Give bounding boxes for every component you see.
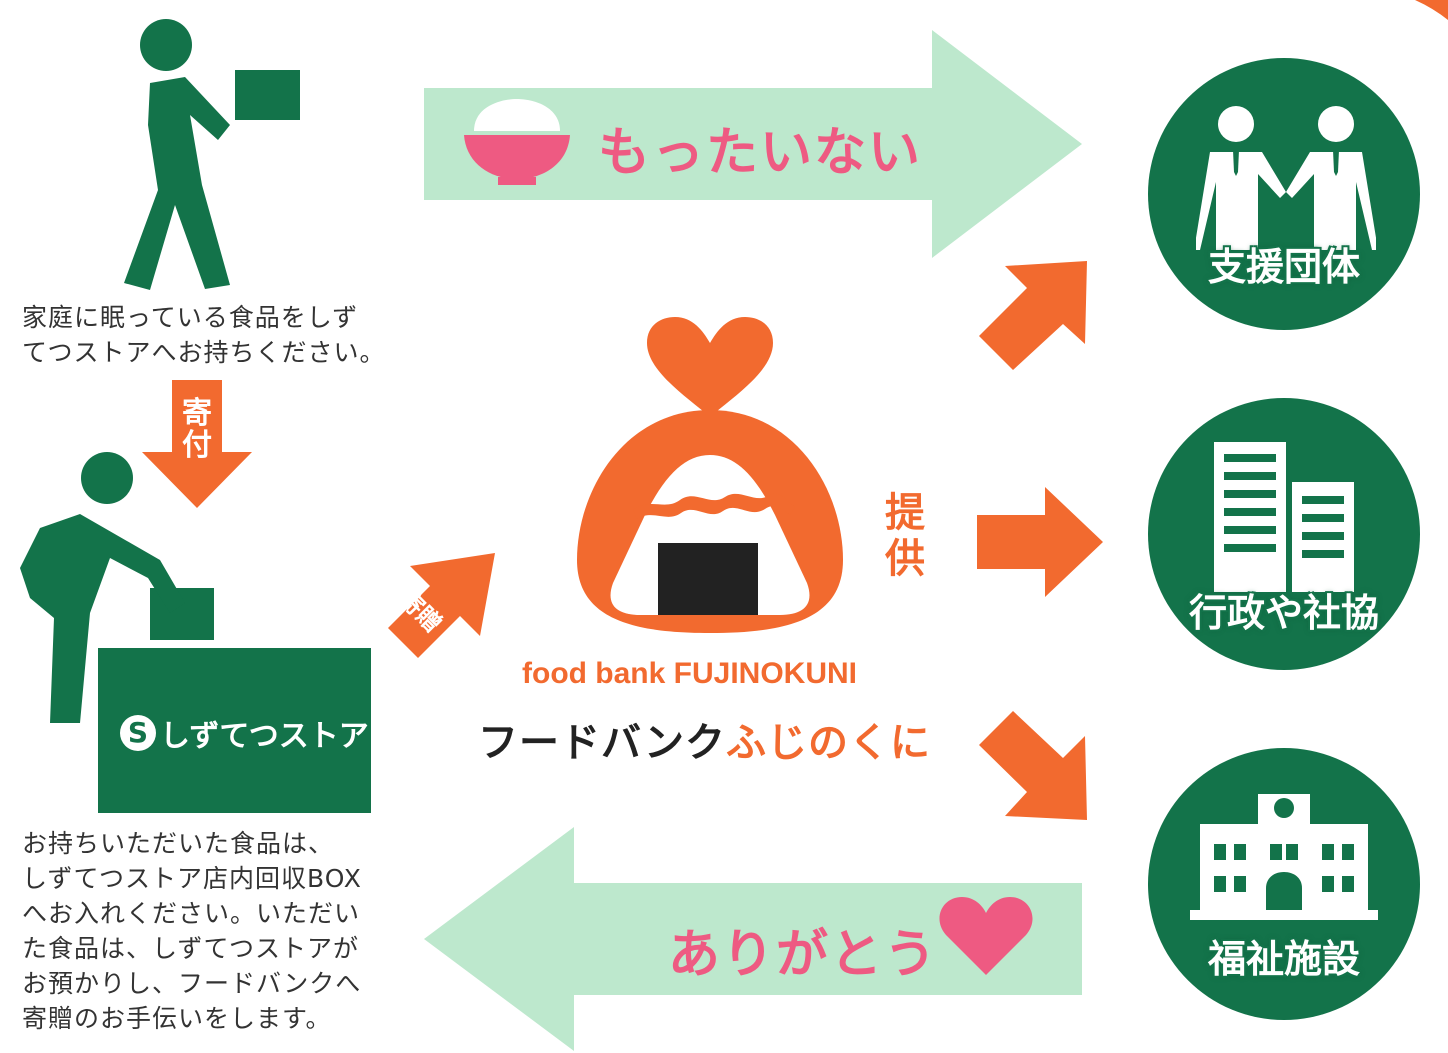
store-caption: お持ちいただいた食品は、 しずてつストア店内回収BOX へお入れください。いただ… [22, 826, 362, 1036]
corner-accent [1415, 0, 1448, 20]
arigatou-arrow [424, 827, 1082, 1051]
teikyou-label: 提 供 [880, 490, 930, 582]
person-carrying-box-icon [124, 19, 300, 290]
recipient-label-3: 福祉施設 [1207, 937, 1360, 981]
donor-caption-line-2: てつストアへお持ちください。 [22, 338, 386, 367]
store-name: しずてつストア [160, 719, 369, 754]
person-donating-icon [20, 452, 214, 723]
right-arrow [977, 487, 1103, 597]
mottainai-arrow [424, 30, 1082, 258]
kifu-down-arrow [142, 380, 252, 508]
facility-building-icon [1190, 794, 1378, 920]
mottainai-text: もったいない [598, 123, 923, 183]
kifu-label: 寄 付 [177, 398, 217, 462]
foodbank-bag-logo-icon [577, 317, 843, 633]
up-right-arrow [979, 261, 1087, 370]
recipient-support-groups: 支援団体 [1148, 58, 1420, 330]
foodbank-name-jp-orange: ふじのくに [726, 720, 931, 766]
store-caption-line-6: 寄贈のお手伝いをします。 [22, 1004, 332, 1033]
store-logo: S しずてつストア [120, 711, 369, 755]
store-logo-mark-icon: S [120, 715, 156, 751]
kifu-char-2: 付 [182, 428, 212, 463]
donor-caption: 家庭に眠っている食品をしず てつストアへお持ちください。 [22, 300, 386, 370]
recipient-label-2: 行政や社協 [1188, 591, 1379, 635]
recipient-government: 行政や社協 [1148, 398, 1420, 670]
down-right-arrow [979, 711, 1087, 820]
store-caption-line-3: へお入れください。いただい [22, 899, 361, 928]
foodbank-name-en: food bank FUJINOKUNI [522, 657, 857, 690]
heart-icon [939, 897, 1033, 975]
kizou-diagonal-arrow [388, 553, 495, 658]
donor-caption-line-1: 家庭に眠っている食品をしず [22, 303, 359, 332]
store-caption-line-4: た食品は、しずてつストアが [22, 934, 360, 963]
store-caption-line-1: お持ちいただいた食品は、 [22, 829, 335, 858]
recipient-label-1: 支援団体 [1207, 245, 1360, 289]
foodbank-name-jp-black: フードバンク [478, 720, 726, 766]
foodbank-name-jp: フードバンクふじのくに [478, 710, 931, 768]
handshake-people-icon [1196, 106, 1376, 250]
store-caption-line-5: お預かりし、フードバンクへ [22, 969, 362, 998]
arigatou-text: ありがとう [668, 925, 939, 985]
recipient-welfare-facility: 福祉施設 [1148, 748, 1420, 1020]
kifu-char-1: 寄 [182, 396, 212, 431]
office-building-icon [1214, 442, 1354, 592]
rice-bowl-icon [464, 99, 570, 185]
teikyou-char-2: 供 [885, 536, 925, 582]
teikyou-char-1: 提 [885, 490, 925, 536]
store-caption-line-2: しずてつストア店内回収BOX [22, 864, 362, 893]
store-box: S しずてつストア [98, 648, 371, 813]
